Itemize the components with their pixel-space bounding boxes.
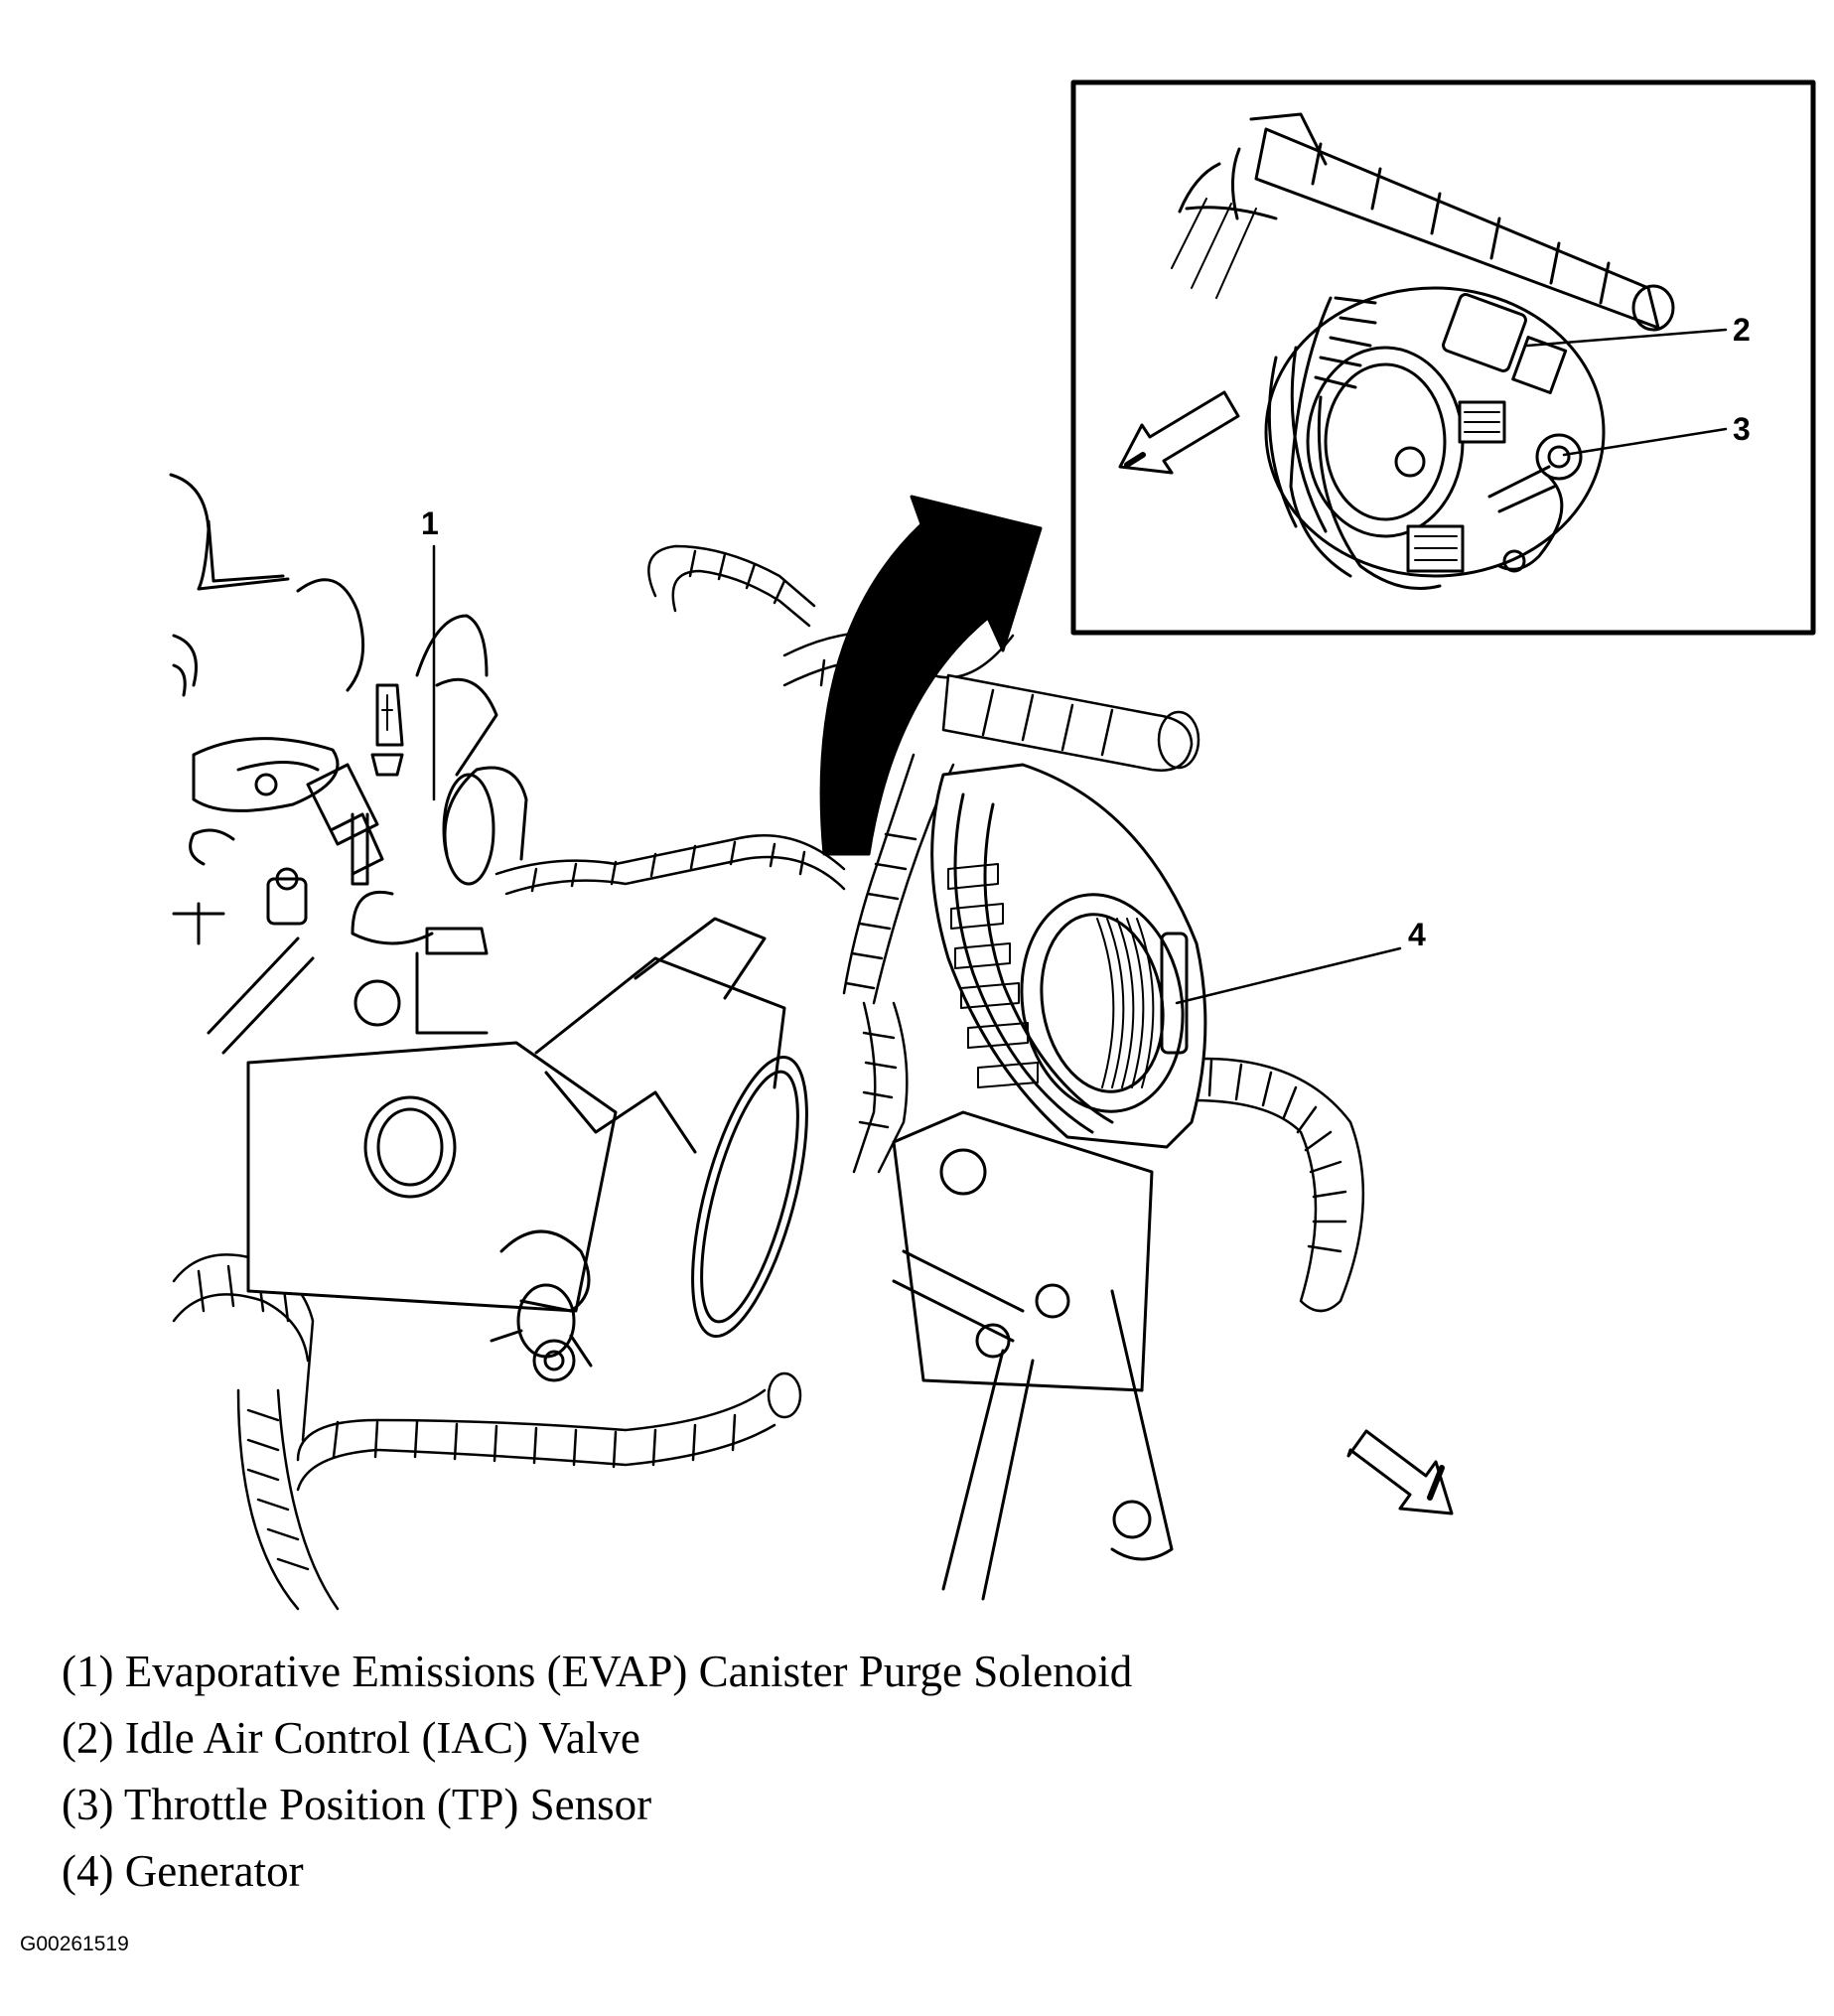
callout-1: 1 bbox=[421, 505, 439, 541]
generator bbox=[892, 763, 1207, 1601]
legend: (1) Evaporative Emissions (EVAP) Caniste… bbox=[62, 1639, 1132, 1905]
engine-main-view bbox=[169, 473, 1454, 1611]
legend-item-4: (4) Generator bbox=[62, 1846, 304, 1896]
inset-detail bbox=[1070, 79, 1816, 636]
leader-line-4 bbox=[1175, 946, 1402, 1005]
legend-item-3: (3) Throttle Position (TP) Sensor bbox=[62, 1780, 652, 1829]
callout-4: 4 bbox=[1408, 917, 1426, 952]
throttle-body-main bbox=[246, 917, 808, 1382]
figure-id: G00261519 bbox=[20, 1933, 129, 1955]
evap-solenoid-area bbox=[296, 578, 528, 1035]
inset-direction-arrow bbox=[1118, 390, 1240, 475]
inset-tp-sensor bbox=[1406, 433, 1583, 573]
inset-harness-tube bbox=[1171, 112, 1675, 332]
left-body-outlines bbox=[169, 473, 384, 1055]
engine-diagram: 1 2 3 4 bbox=[169, 79, 1816, 1611]
inset-iac-valve bbox=[1442, 293, 1568, 444]
main-direction-arrow bbox=[1346, 1429, 1454, 1515]
legend-item-2: (2) Idle Air Control (IAC) Valve bbox=[62, 1713, 640, 1763]
leader-line-3 bbox=[1562, 427, 1728, 457]
wiring-harness bbox=[172, 544, 1365, 1611]
callout-3: 3 bbox=[1733, 411, 1751, 447]
leader-line-2 bbox=[1525, 328, 1728, 348]
callout-2: 2 bbox=[1733, 312, 1751, 348]
inset-frame bbox=[1070, 79, 1816, 636]
legend-item-1: (1) Evaporative Emissions (EVAP) Caniste… bbox=[62, 1647, 1133, 1696]
